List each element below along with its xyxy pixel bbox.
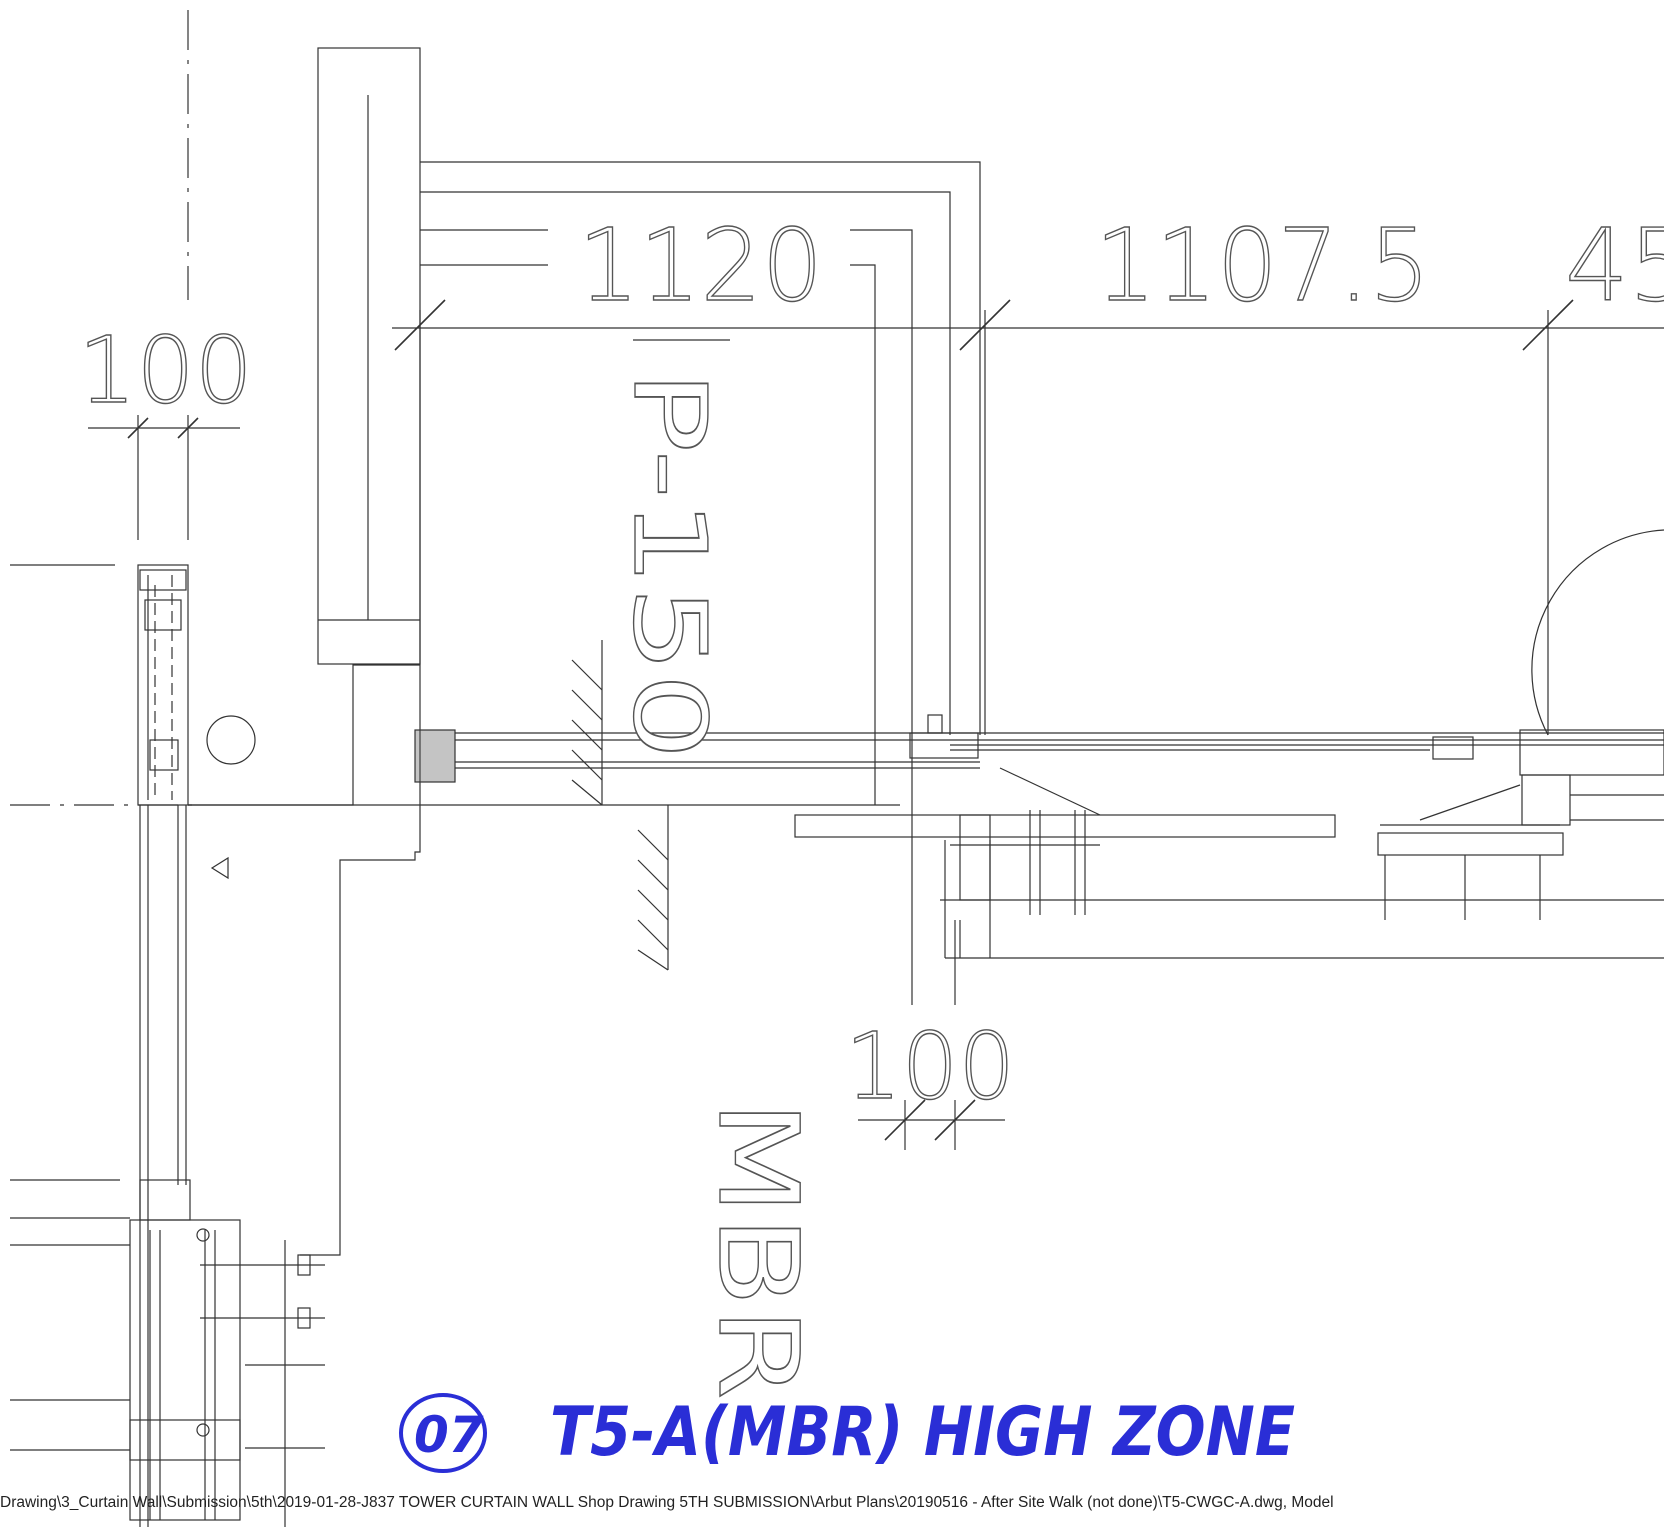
file-path-footer: Drawing\3_Curtain Wall\Submission\5th\20… xyxy=(0,1494,1334,1511)
room-tag: P-150 xyxy=(611,370,728,760)
room-name: MBR xyxy=(694,1100,822,1400)
dimension-top-right: 1107.5 xyxy=(1095,207,1430,324)
dimension-top-center: 1120 xyxy=(578,207,823,324)
dimension-top-far-right: 45 xyxy=(1565,207,1664,324)
annotation-number-circle xyxy=(399,1393,487,1473)
dimension-left-top: 100 xyxy=(78,317,253,424)
drawing-linework xyxy=(10,10,1664,1527)
annotation-text: T5-A(MBR) HIGH ZONE xyxy=(550,1393,1295,1472)
handwritten-annotation: 07 T5-A(MBR) HIGH ZONE xyxy=(399,1393,1295,1473)
annotation-number: 07 xyxy=(414,1406,484,1464)
dimension-center: 100 xyxy=(845,1013,1015,1120)
